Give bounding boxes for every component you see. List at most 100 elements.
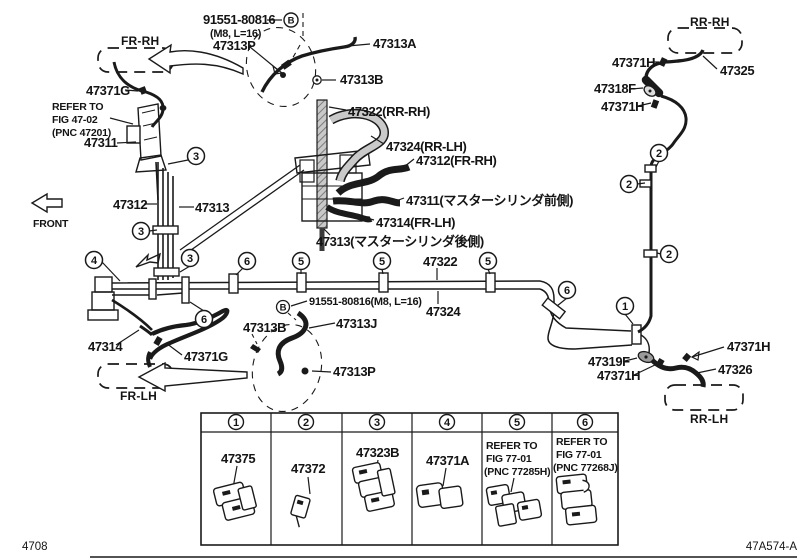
label-47371g-top: 47371G <box>86 83 130 98</box>
svg-text:5: 5 <box>485 256 491 268</box>
callout-4: 4 <box>84 250 104 270</box>
callout-2-b: 2 <box>619 174 639 194</box>
label-47312-center: 47312(FR-RH) <box>416 153 497 168</box>
table-ref6-1: REFER TO <box>556 436 607 448</box>
small-diagonal-arrow <box>135 252 161 268</box>
clip-icon-47323b <box>351 462 396 512</box>
svg-text:3: 3 <box>138 226 144 238</box>
hose-47326 <box>650 358 706 388</box>
table-header-5: 5 <box>508 413 526 431</box>
label-47371h-b: 47371H <box>601 99 644 114</box>
direction-arrows <box>30 43 248 393</box>
svg-text:5: 5 <box>298 256 304 268</box>
table-ref6-3: (PNC 77268J) <box>553 462 618 474</box>
rear-right-tube <box>637 49 705 334</box>
table-ref6-2: FIG 77-01 <box>556 449 602 461</box>
label-47371g-bl: 47371G <box>184 349 228 364</box>
footer-figure-code: 47A574-A <box>746 541 797 553</box>
label-47322-center: 47322(RR-RH) <box>348 104 430 119</box>
table-header-1: 1 <box>227 413 245 431</box>
label-refer47-2: FIG 47-02 <box>52 114 98 126</box>
callout-6-a: 6 <box>237 251 257 271</box>
callout-5-c: 5 <box>478 251 498 271</box>
label-refer47-1: REFER TO <box>52 101 103 113</box>
callout-6-b: 6 <box>557 280 577 300</box>
swoosh-arrow-top <box>147 43 244 76</box>
label-47314-center: 47314(FR-LH) <box>376 215 455 230</box>
svg-text:6: 6 <box>244 256 250 268</box>
clip-icon-47371a <box>415 482 464 509</box>
svg-text:6: 6 <box>582 417 588 429</box>
svg-text:2: 2 <box>666 249 672 261</box>
label-rr-rh: RR-RH <box>690 15 730 29</box>
clip-icon-47375 <box>212 481 257 521</box>
label-47313p-mid: 47313P <box>333 364 376 379</box>
label-bolt-top-1: 91551-80816 <box>203 12 275 27</box>
callout-2-c: 2 <box>659 244 679 264</box>
label-47313b-top: 47313B <box>340 72 383 87</box>
svg-text:3: 3 <box>187 253 193 265</box>
label-47371h-a: 47371H <box>612 55 655 70</box>
svg-text:6: 6 <box>201 314 207 326</box>
label-47326: 47326 <box>718 362 752 377</box>
bolt-47313b-mid <box>250 344 261 353</box>
label-47311-center: 47311(マスターシリンダ前側) <box>406 193 573 208</box>
footer-page-number: 4708 <box>22 541 48 553</box>
svg-text:1: 1 <box>233 417 239 429</box>
label-bolt-mid: 91551-80816(M8, L=16) <box>309 296 422 308</box>
table-header-6: 6 <box>576 413 594 431</box>
svg-text:3: 3 <box>374 417 380 429</box>
svg-text:2: 2 <box>303 417 309 429</box>
hose-47312 <box>335 163 411 196</box>
table-ref5-1: REFER TO <box>486 440 537 452</box>
clip-icon-77285h <box>485 483 543 527</box>
callout-1: 1 <box>615 296 635 316</box>
clip-icon-77268j <box>555 473 598 526</box>
part-labels: 91551-80816 (M8, L=16) FR-RH RR-RH 47313… <box>33 12 771 426</box>
clip-47371h-b <box>650 99 660 109</box>
table-part-47323b: 47323B <box>356 445 399 460</box>
table-header-4: 4 <box>438 413 456 431</box>
actuator-assembly <box>294 99 411 251</box>
callout-3-b: 3 <box>131 221 151 241</box>
label-47319f: 47319F <box>588 354 630 369</box>
clip-47371g-top <box>139 86 148 95</box>
main-run-clamps <box>296 272 496 293</box>
table-header-3: 3 <box>368 413 386 431</box>
hose-47314 <box>325 204 373 223</box>
label-47314-bl: 47314 <box>88 339 123 354</box>
svg-text:4: 4 <box>444 417 451 429</box>
clip-47371g-bottom <box>153 336 163 346</box>
callout-6-c: 6 <box>194 309 214 329</box>
label-47313-center: 47313(マスターシリンダ後側) <box>316 234 484 249</box>
label-front: FRONT <box>33 218 69 230</box>
svg-text:B: B <box>288 16 295 27</box>
run-right-bend <box>539 280 650 354</box>
callout-b-top: B <box>283 12 299 28</box>
hose-47313j <box>275 310 309 377</box>
table-part-47375: 47375 <box>221 451 255 466</box>
svg-text:2: 2 <box>626 179 632 191</box>
wheel-box-rr-rh <box>667 27 743 54</box>
label-47324-run: 47324 <box>426 304 461 319</box>
callout-2-a: 2 <box>649 143 669 163</box>
table-ref5-3: (PNC 77285H) <box>484 466 550 478</box>
junction-block <box>87 273 541 331</box>
table-part-47371a: 47371A <box>426 453 470 468</box>
table-ref5-2: FIG 77-01 <box>486 453 532 465</box>
label-47324-center: 47324(RR-LH) <box>386 139 467 154</box>
label-fr-lh: FR-LH <box>120 389 157 403</box>
svg-text:6: 6 <box>564 285 570 297</box>
label-47313-left: 47313 <box>195 200 229 215</box>
rear-left-hose <box>637 350 706 388</box>
table-header-2: 2 <box>297 413 315 431</box>
label-47325: 47325 <box>720 63 754 78</box>
label-fr-rh: FR-RH <box>121 34 159 48</box>
svg-text:4: 4 <box>91 255 98 267</box>
label-47313a: 47313A <box>373 36 417 51</box>
front-arrow <box>30 192 63 214</box>
clip-47371h-a <box>658 57 668 67</box>
label-bolt-top-2: (M8, L=16) <box>210 28 262 40</box>
clip-icon-47372 <box>290 494 311 528</box>
